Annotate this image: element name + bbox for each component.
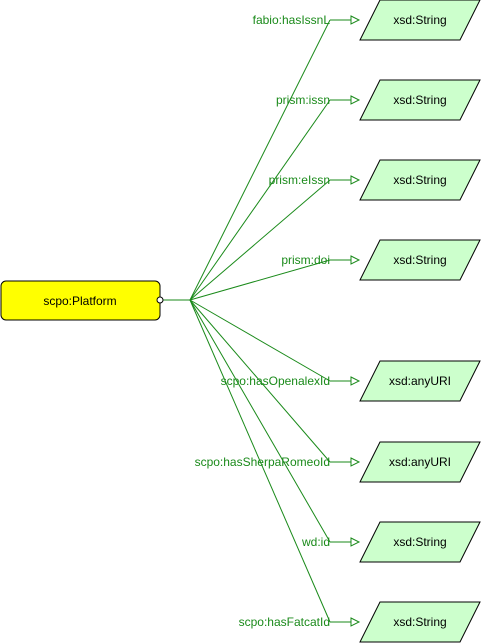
edge-diagonal [189, 99, 331, 301]
edge-diagonal [189, 299, 331, 543]
arrowhead-icon [350, 175, 361, 185]
property-row: fabio:hasIssnL xsd:String [253, 0, 481, 41]
edge-diagonal [189, 179, 331, 301]
property-label[interactable]: scpo:hasFatcatId [239, 615, 330, 629]
edge-diagonal [189, 259, 331, 301]
datatype-label: xsd:anyURI [389, 455, 451, 469]
datatype-label: xsd:String [393, 615, 446, 629]
property-row: wd:id xsd:String [301, 521, 481, 563]
datatype-node[interactable] [359, 441, 481, 483]
datatype-label: xsd:String [393, 173, 446, 187]
datatype-label: xsd:String [393, 535, 446, 549]
arrowhead-icon [350, 95, 361, 105]
arrowhead-icon [350, 537, 361, 547]
property-row: prism:issn xsd:String [276, 79, 481, 121]
datatype-node[interactable] [359, 360, 481, 402]
arrowhead-icon [350, 255, 361, 265]
property-label[interactable]: scpo:hasOpenalexId [221, 374, 330, 388]
edge-diagonal [189, 299, 331, 382]
property-label[interactable]: prism:doi [281, 253, 330, 267]
class-node-platform[interactable]: scpo:Platform [0, 280, 164, 321]
property-row: scpo:hasFatcatId xsd:String [239, 601, 481, 643]
property-rows: fabio:hasIssnL xsd:String prism:issn xsd:St… [195, 0, 481, 643]
arrowhead-icon [350, 457, 361, 467]
datatype-node[interactable] [359, 0, 481, 41]
property-label[interactable]: prism:eIssn [269, 173, 330, 187]
property-row: prism:doi xsd:String [281, 239, 481, 281]
datatype-node[interactable] [359, 159, 481, 201]
property-row: prism:eIssn xsd:String [269, 159, 481, 201]
arrowhead-icon [350, 376, 361, 386]
property-label[interactable]: prism:issn [276, 93, 330, 107]
datatype-label: xsd:String [393, 93, 446, 107]
property-row: scpo:hasSherpaRomeoId xsd:anyURI [195, 441, 481, 483]
arrowhead-icon [350, 15, 361, 25]
datatype-node[interactable] [359, 79, 481, 121]
datatype-node[interactable] [359, 239, 481, 281]
property-label[interactable]: wd:id [301, 535, 330, 549]
edge-diagonal [189, 299, 331, 623]
edge-diagonal [189, 299, 331, 463]
class-node-label: scpo:Platform [43, 294, 116, 308]
connector-circle [156, 296, 164, 304]
edge-diagonal [189, 19, 331, 301]
datatype-label: xsd:anyURI [389, 374, 451, 388]
datatype-label: xsd:String [393, 253, 446, 267]
property-label[interactable]: fabio:hasIssnL [253, 13, 331, 27]
datatype-label: xsd:String [393, 13, 446, 27]
datatype-node[interactable] [359, 601, 481, 643]
property-label[interactable]: scpo:hasSherpaRomeoId [195, 455, 330, 469]
property-row: scpo:hasOpenalexId xsd:anyURI [221, 360, 481, 402]
arrowhead-icon [350, 617, 361, 627]
edges-layer [162, 19, 331, 623]
datatype-node[interactable] [359, 521, 481, 563]
